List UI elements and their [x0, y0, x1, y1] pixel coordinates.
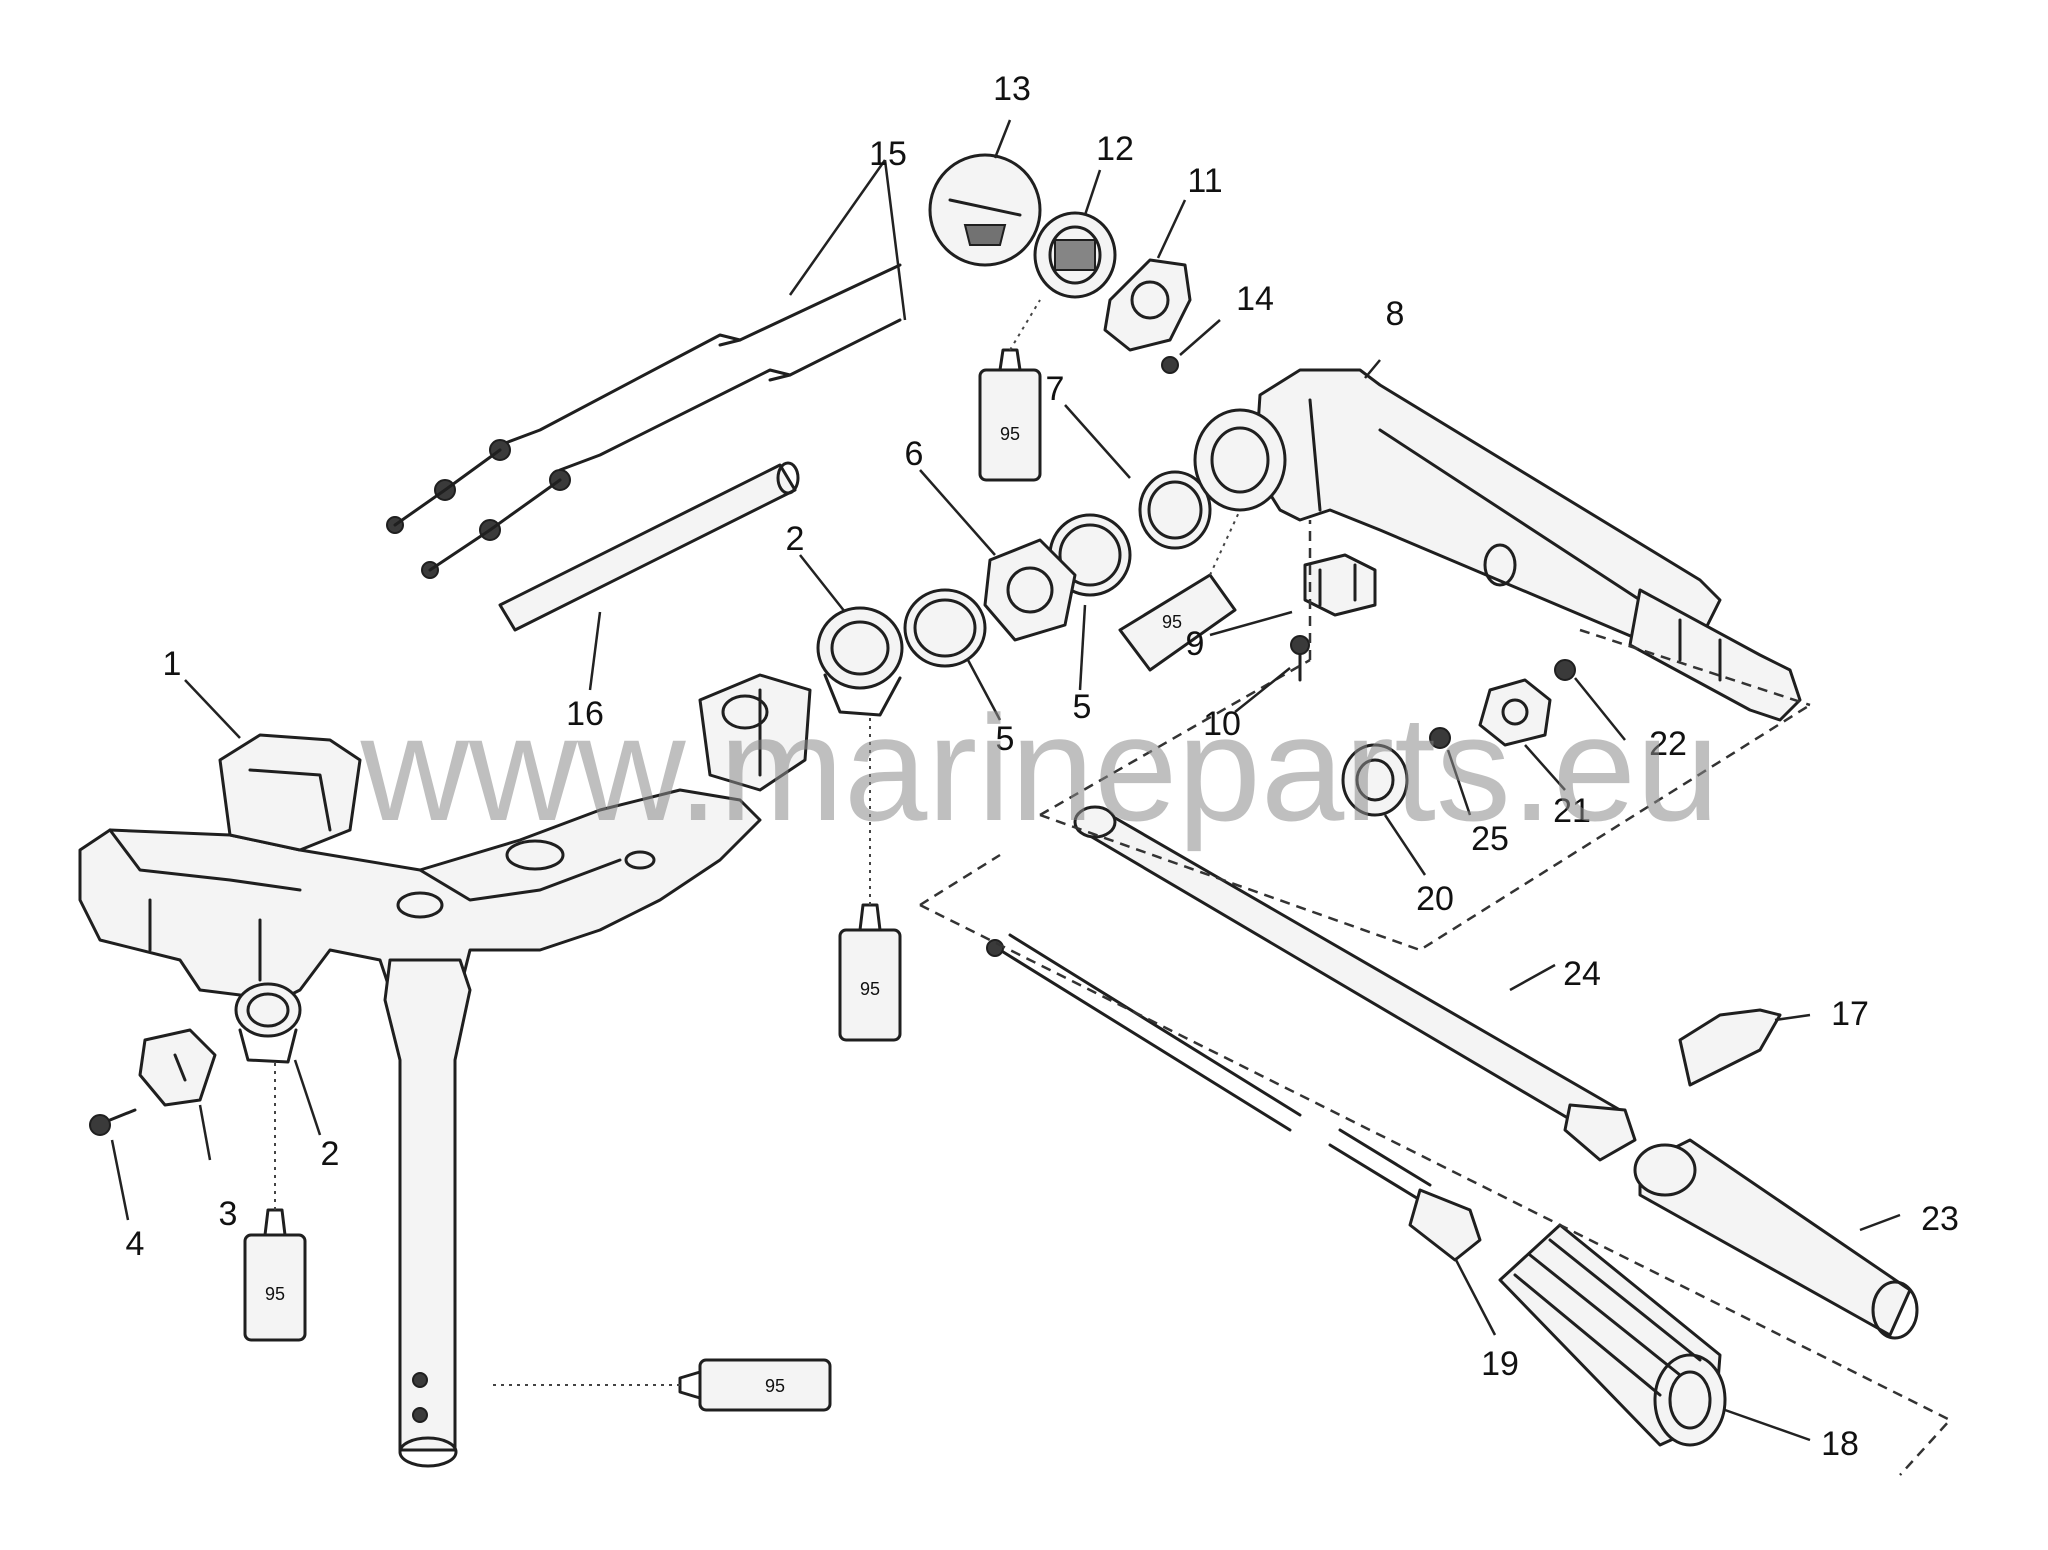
grease-tube-label: 95: [1000, 424, 1020, 444]
ring-7: [1138, 470, 1212, 550]
cable-19: [986, 933, 1482, 1262]
shaft-24: [1073, 805, 1637, 1162]
grease-tube-3: 95: [978, 348, 1042, 482]
callout-8: 8: [1386, 295, 1405, 333]
steering-shaft: [383, 958, 472, 1468]
nut-6: [983, 538, 1077, 642]
bushing-right: [816, 606, 904, 717]
grease-tube-label: 95: [765, 1376, 785, 1396]
callout-5-upper: 5: [1073, 688, 1092, 726]
callout-18: 18: [1821, 1425, 1859, 1463]
clip-17: [1678, 1008, 1782, 1087]
part-25: [1429, 727, 1451, 749]
callout-4: 4: [126, 1225, 145, 1263]
callout-14: 14: [1236, 280, 1274, 318]
callout-7: 7: [1046, 370, 1065, 408]
callout-2-right: 2: [786, 520, 805, 558]
callout-15: 15: [869, 135, 907, 173]
screw-10: [1290, 635, 1310, 682]
throttle-cables-15: [386, 263, 902, 579]
block-21: [1478, 678, 1552, 747]
callout-17: 17: [1831, 995, 1869, 1033]
plate-11: [1103, 258, 1192, 352]
grease-tube-label: 95: [860, 979, 880, 999]
tube-16: [498, 461, 800, 632]
throttle-tube-23: [1633, 1138, 1919, 1340]
steering-bracket: [78, 673, 812, 1002]
grease-tube-label: 95: [1162, 612, 1182, 632]
callout-23: 23: [1921, 1200, 1959, 1238]
grease-tube-4: 95: [1118, 573, 1237, 672]
callout-16: 16: [566, 695, 604, 733]
callout-11: 11: [1187, 162, 1222, 200]
grease-tube-label: 95: [265, 1284, 285, 1304]
callout-5-lower: 5: [996, 720, 1015, 758]
callout-22: 22: [1649, 725, 1687, 763]
grease-tube-1: 95: [243, 1208, 307, 1342]
callout-2-left: 2: [321, 1135, 340, 1173]
grease-tube-5: 95: [678, 1358, 832, 1412]
callout-13: 13: [993, 70, 1031, 108]
callout-1: 1: [163, 645, 182, 683]
washer-5-lower: [903, 588, 987, 668]
cable-clip-9: [1303, 553, 1377, 617]
callout-9: 9: [1186, 625, 1205, 663]
callout-21: 21: [1553, 792, 1591, 830]
nut-22: [1554, 659, 1576, 681]
spool-12: [1033, 211, 1117, 299]
callout-19: 19: [1481, 1345, 1519, 1383]
part-20: [1341, 743, 1409, 817]
callout-24: 24: [1563, 955, 1601, 993]
screw-4: [89, 1108, 137, 1136]
grease-tube-2: 95: [838, 903, 902, 1042]
grip-18: [1498, 1223, 1727, 1447]
callout-25: 25: [1471, 820, 1509, 858]
bushing-left: [234, 982, 302, 1064]
screw-14: [1161, 356, 1179, 374]
throttle-cam-13: [928, 153, 1042, 267]
callout-10: 10: [1203, 705, 1241, 743]
watermark-text: www.marineparts.eu: [360, 684, 1720, 852]
friction-plate: [138, 1028, 217, 1107]
tiller-arm: [1193, 368, 1802, 722]
callout-6: 6: [905, 435, 924, 473]
callout-12: 12: [1096, 130, 1134, 168]
callout-20: 20: [1416, 880, 1454, 918]
callout-3: 3: [219, 1195, 238, 1233]
